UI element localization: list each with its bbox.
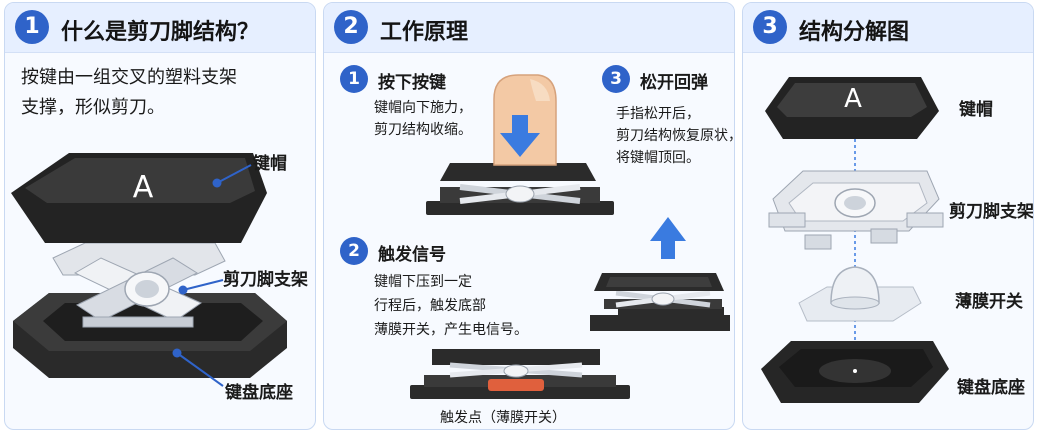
exploded-view-illustration: A	[761, 77, 949, 403]
scissor-mechanism-shape	[52, 242, 226, 328]
exploded-base-shape	[761, 341, 949, 403]
base-pointer-dot	[172, 348, 182, 358]
step3-desc-line2: 剪刀结构恢复原状，	[616, 128, 735, 144]
step1-desc-line1: 键帽向下施力，	[374, 100, 472, 116]
released-key-illustration	[590, 273, 730, 331]
step2-desc-line1: 键帽下压到一定	[374, 274, 472, 290]
exploded-keycap-letter: A	[844, 84, 862, 114]
exploded-label-keycap: 键帽	[959, 100, 993, 120]
step3-title: 松开回弹	[640, 73, 708, 93]
exploded-membrane-shape	[798, 266, 922, 322]
panel2-header: 2 工作原理	[324, 3, 734, 53]
panel1-intro-line1: 按键由一组交叉的塑料支架	[21, 67, 237, 88]
panel3-header: 3 结构分解图	[743, 3, 1033, 53]
working-principle-illustration	[410, 74, 730, 399]
step1-number-badge: 1	[340, 65, 368, 93]
panel3-number-badge: 3	[753, 10, 787, 44]
keycap-pointer-dot	[212, 178, 222, 188]
exploded-label-scissor: 剪刀脚支架	[949, 202, 1034, 222]
step2-number-badge: 2	[340, 237, 368, 265]
step2-desc-line3: 薄膜开关，产生电信号。	[374, 322, 528, 338]
panel-exploded-view: 3 结构分解图 A	[742, 2, 1034, 430]
keycap-letter: A	[133, 170, 154, 205]
release-up-arrow	[650, 217, 686, 259]
panel-working-principle: 2 工作原理 1 按下按键 键帽向下施力， 剪刀结构收缩。 3 松开回弹 手指松…	[323, 2, 735, 430]
step3-desc-line1: 手指松开后，	[616, 106, 700, 122]
panel1-header: 1 什么是剪刀脚结构？	[5, 3, 315, 53]
panel1-number-badge: 1	[15, 10, 49, 44]
pressed-key-illustration	[426, 163, 614, 215]
panel1-intro-line2: 支撑，形似剪刀。	[21, 97, 165, 118]
trigger-point-shape	[488, 379, 544, 391]
step3-desc-line3: 将键帽顶回。	[616, 150, 700, 166]
panel1-title: 什么是剪刀脚结构？	[61, 20, 260, 45]
panel-what-is-scissor: 1 什么是剪刀脚结构？ 按键由一组交叉的塑料支架 支撑，形似剪刀。 A	[4, 2, 316, 430]
step2-desc-line2: 行程后，触发底部	[374, 298, 486, 314]
step1-title: 按下按键	[378, 73, 446, 93]
label-keyboard-base: 键盘底座	[225, 383, 293, 403]
panel3-title: 结构分解图	[799, 20, 910, 45]
panel2-title: 工作原理	[380, 20, 469, 45]
keycap-shape	[11, 153, 267, 243]
trigger-key-illustration	[410, 349, 630, 399]
press-down-arrow	[500, 115, 540, 157]
scissor-key-illustration: A	[11, 153, 287, 387]
exploded-keycap-shape	[765, 77, 939, 139]
step2-title: 触发信号	[378, 245, 446, 265]
trigger-point-caption: 触发点（薄膜开关）	[440, 410, 566, 426]
scissor-pointer-dot	[178, 285, 188, 295]
exploded-scissor-shape	[768, 170, 944, 250]
panel2-number-badge: 2	[334, 10, 368, 44]
exploded-label-base: 键盘底座	[957, 378, 1025, 398]
step3-number-badge: 3	[602, 65, 630, 93]
label-scissor-support: 剪刀脚支架	[223, 270, 308, 290]
label-keycap: 键帽	[253, 154, 287, 174]
step1-desc-line2: 剪刀结构收缩。	[374, 122, 472, 138]
exploded-label-membrane: 薄膜开关	[955, 292, 1023, 312]
